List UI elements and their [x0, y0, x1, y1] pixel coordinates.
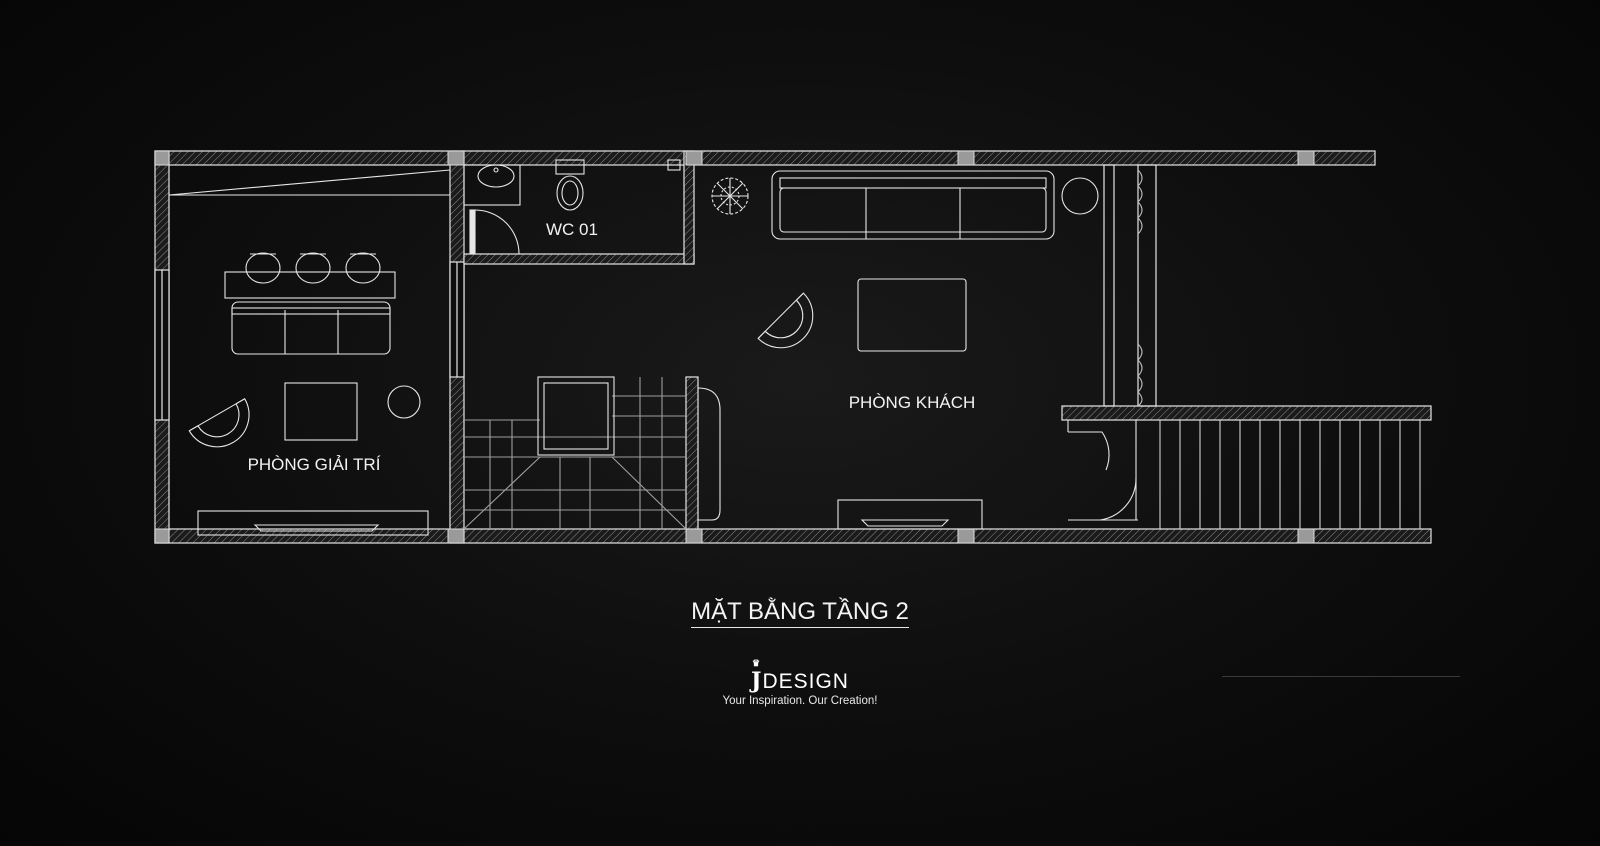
- room-label-wc: WC 01: [546, 220, 598, 239]
- living-side-table: [1061, 177, 1099, 215]
- side-table: [387, 385, 421, 419]
- plant-icon: [711, 177, 749, 215]
- balcony-door: [1067, 420, 1138, 521]
- entertainment-table: [284, 382, 358, 441]
- living-armchair: [757, 292, 814, 349]
- entertainment-tv-cabinet: [197, 510, 429, 536]
- top-wall: [154, 150, 1376, 166]
- logo-letter-text: J: [751, 668, 763, 694]
- balcony-wall: [1061, 405, 1432, 421]
- room-label-entertainment: PHÒNG GIẢI TRÍ: [248, 455, 381, 474]
- columns: [154, 150, 1315, 544]
- decorative-line: [1222, 676, 1460, 677]
- logo-letter: ♛J: [751, 659, 763, 694]
- stair-void: [537, 376, 721, 521]
- plan-title: MẶT BẰNG TẦNG 2: [0, 598, 1600, 628]
- brand-tagline: Your Inspiration. Our Creation!: [722, 695, 878, 707]
- wc-fixtures: [463, 159, 681, 255]
- living-tv-cabinet: [837, 499, 983, 530]
- entertainment-armchair: [188, 398, 250, 448]
- wc-wall: [463, 253, 695, 265]
- brand-logo: ♛JDESIGN: [0, 659, 1600, 694]
- plan-title-text: MẶT BẰNG TẦNG 2: [691, 598, 909, 628]
- ceiling-line: [168, 169, 451, 196]
- crown-icon: ♛: [752, 659, 761, 669]
- balcony-railing: [1159, 420, 1421, 529]
- glass-door: [1137, 169, 1143, 407]
- stair-wall: [685, 376, 699, 530]
- coffee-table: [857, 278, 967, 352]
- staircase: [463, 377, 687, 530]
- living-sofa: [771, 170, 1055, 240]
- room-label-living: PHÒNG KHÁCH: [849, 393, 976, 412]
- logo-text: DESIGN: [762, 670, 849, 693]
- entertainment-sofa: [224, 252, 396, 355]
